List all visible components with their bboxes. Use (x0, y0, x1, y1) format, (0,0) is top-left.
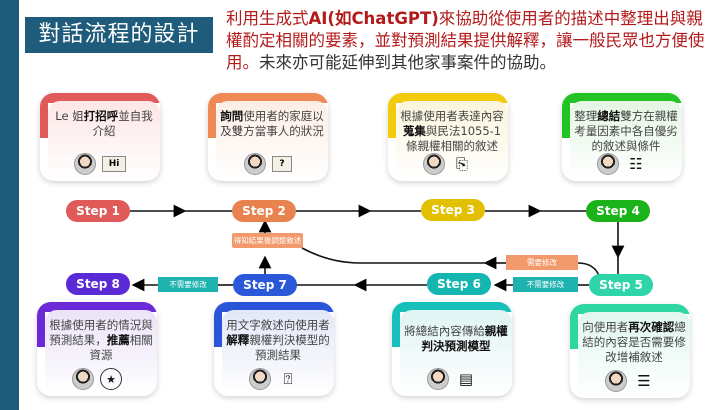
card-text: Le 姐打招呼並自我介紹 (55, 109, 153, 138)
server-icon: ▤ (458, 370, 474, 388)
lawyer-avatar-icon (605, 370, 627, 392)
lawyer-avatar-icon (427, 368, 449, 390)
card-text: 詢問使用者的家庭以及雙方當事人的狀況 (220, 109, 324, 138)
document-scan-icon: ⎘ (455, 155, 468, 173)
tag-no-edit-7-8: 不需要修改 (158, 277, 218, 292)
card-accent (40, 93, 160, 103)
card-text: 向使用者再次確認總結的內容是否需要修改增補敘述 (582, 320, 686, 364)
sidebar-accent (0, 0, 19, 410)
lawyer-avatar-icon (73, 153, 96, 175)
card-step-4: 整理總結雙方在親權考量因素中各自優劣的敘述與條件 ☷ (562, 93, 682, 181)
lawyer-avatar-icon (249, 368, 271, 390)
step-8: Step 8 (66, 273, 130, 295)
page-title: 對話流程的設計 (25, 17, 213, 53)
step-6: Step 6 (427, 273, 491, 295)
card-step-3: 根據使用者表達內容蒐集與民法1055-1條親權相關的敘述 ⎘ (388, 93, 508, 181)
resources-icon: ★ (100, 368, 122, 390)
step-2: Step 2 (232, 200, 296, 222)
tag-need-edit: 需要修改 (506, 255, 578, 270)
checklist-icon: ☰ (637, 372, 651, 390)
lawyer-avatar-icon (244, 153, 267, 175)
intro-text: 利用生成式AI(如ChatGPT)來協助從使用者的描述中整理出與親權酌定相關的要… (226, 8, 716, 74)
card-step-7: 用文字敘述向使用者解釋親權判決模型的預測結果 ⍰ (214, 302, 334, 396)
card-step-5: 向使用者再次確認總結的內容是否需要修改增補敘述 ☰ (570, 304, 690, 398)
hi-bubble-icon: Hi (101, 156, 127, 172)
tag-adjust-after-result: 得知結果後調整敘述 (232, 233, 303, 248)
lawyer-avatar-icon (72, 368, 94, 390)
step-5: Step 5 (589, 274, 653, 296)
lawyer-avatar-icon (423, 153, 445, 175)
lawyer-avatar-icon (597, 153, 619, 175)
card-step-1: Le 姐打招呼並自我介紹 Hi (40, 93, 160, 181)
card-step-6: 將總結內容傳給親權判決預測模型 ▤ (392, 302, 512, 396)
card-text: 根據使用者表達內容蒐集與民法1055-1條親權相關的敘述 (400, 109, 504, 153)
step-3: Step 3 (421, 199, 485, 221)
card-text: 將總結內容傳給親權判決預測模型 (404, 324, 508, 353)
step-4: Step 4 (586, 200, 650, 222)
step-1: Step 1 (66, 200, 130, 222)
question-bubble-icon: ? (272, 156, 292, 172)
intro-part2: 來協助從使用者的描述中整理出與親權酌定相關的要素，並對預測結果提供解釋，讓一般民… (226, 9, 705, 72)
card-text: 整理總結雙方在親權考量因素中各自優劣的敘述與條件 (574, 109, 678, 153)
intro-part1: 利用生成式 (226, 9, 309, 28)
intro-part3: 未來亦可能延伸到其他家事案件的協助。 (259, 53, 556, 72)
tag-no-edit-5-6: 不需要修改 (513, 277, 578, 292)
card-text: 用文字敘述向使用者解釋親權判決模型的預測結果 (226, 318, 330, 362)
intro-bold: AI(如ChatGPT) (308, 9, 439, 28)
card-step-2: 詢問使用者的家庭以及雙方當事人的狀況 ? (208, 93, 328, 181)
card-text: 根據使用者的情況與預測結果，推薦相關資源 (49, 318, 153, 362)
step-7: Step 7 (233, 274, 297, 296)
presentation-icon: ⍰ (283, 370, 293, 388)
card-step-8: 根據使用者的情況與預測結果，推薦相關資源 ★ (37, 302, 157, 396)
summary-icon: ☷ (629, 155, 643, 173)
